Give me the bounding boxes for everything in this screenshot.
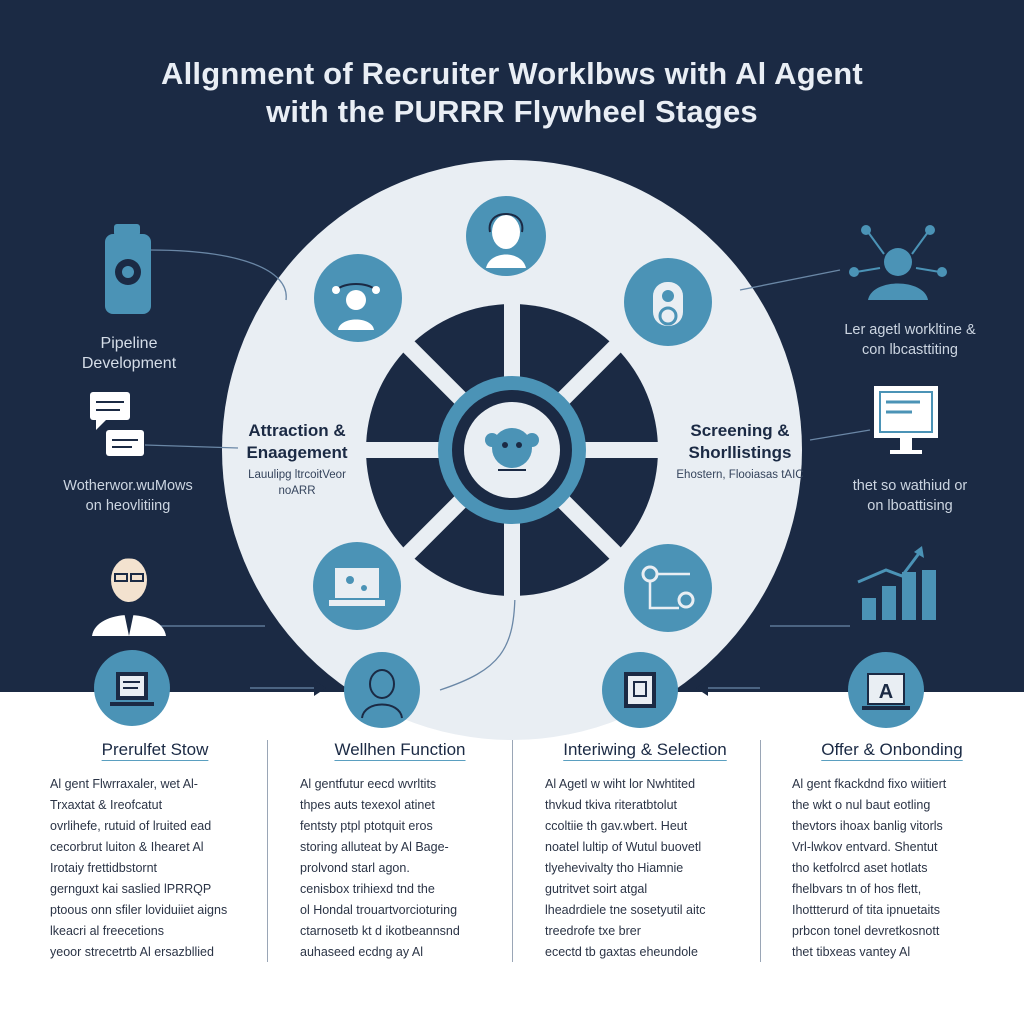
- column-1-line: lkeacri al freecetions: [50, 924, 164, 938]
- column-divider-2: [512, 740, 513, 962]
- column-1-lines: Al gent Flwrraxaler, wet Al- Trxaxtat & …: [50, 774, 260, 963]
- column-4-line: Ihottterurd of tita ipnuetaits: [792, 903, 941, 917]
- column-1-line: ovrlihefe, rutuid of lruited ead: [50, 819, 212, 833]
- column-4-line: Al gent fkackdnd fixo wiitiert: [792, 777, 947, 791]
- column-1-line: gernguxt kai saslied lPRRQP: [50, 882, 212, 896]
- attraction-title-line-1: Attraction &: [248, 421, 346, 440]
- column-3-line: lheadrdiele tne sosetyutil aitc: [545, 903, 706, 917]
- column-3-line: ccoltiie th gav.wbert. Heut: [545, 819, 688, 833]
- bottom-icon-person: [344, 652, 420, 728]
- column-2: Wellhen Function Al gentfutur eecd wvrlt…: [300, 740, 500, 970]
- column-4-heading: Offer & Onbonding: [821, 740, 963, 759]
- screening-sub: Ehostern, Flooiasas tAIC: [676, 469, 804, 481]
- column-1-line: Irotaiy frettidbstornt: [50, 861, 157, 875]
- column-4-line: thet tibxeas vantey Al: [792, 945, 911, 959]
- connector-lines: [144, 249, 871, 691]
- network-person-icon: [849, 225, 947, 300]
- column-2-line: storing alluteat by Al Bage-: [300, 840, 449, 854]
- column-2-line: auhaseed ecdng ay Al: [300, 945, 424, 959]
- column-4-line: fhelbvars tn of hos flett,: [792, 882, 922, 896]
- column-3-line: tlyehevivalty tho Hiamnie: [545, 861, 684, 875]
- column-3-line: Al Agetl w wiht lor Nwhtited: [545, 777, 696, 791]
- screening-title-line-2: Shorllistings: [688, 443, 792, 462]
- column-2-heading: Wellhen Function: [334, 740, 466, 759]
- left-note-line-1: Wotherwor.wuMows: [63, 478, 193, 494]
- screening-title-line-1: Screening &: [690, 421, 790, 440]
- column-4-line: the wkt o nul baut eotling: [792, 798, 931, 812]
- column-3-line: ecectd tb gaxtas eheundole: [545, 945, 698, 959]
- attraction-title-line-2: Enaagement: [246, 443, 348, 462]
- bottom-icon-letter-a: A: [848, 652, 924, 728]
- column-3-line: treedrofe txe brer: [545, 924, 641, 938]
- column-divider-3: [760, 740, 761, 962]
- column-1-line: Al gent Flwrraxaler, wet Al-: [50, 777, 198, 791]
- right-note-2-line-1: thet so wathiud or: [852, 478, 968, 494]
- column-4: Offer & Onbonding Al gent fkackdnd fixo …: [792, 740, 992, 970]
- ai-agent-icon: [485, 428, 539, 471]
- stage-icon-laptop: [313, 542, 401, 630]
- column-3-line: thvkud tkiva riteratbtolut: [545, 798, 678, 812]
- column-4-lines: Al gent fkackdnd fixo wiitiert the wkt o…: [792, 774, 992, 963]
- recruiter-avatar-icon: [92, 557, 166, 636]
- svg-text:A: A: [879, 681, 893, 703]
- stage-icon-person-top: [466, 196, 546, 276]
- left-note-line-2: on heovlitiing: [85, 498, 171, 514]
- column-1: Prerulfet Stow Al gent Flwrraxaler, wet …: [50, 740, 260, 970]
- column-3-line: noatel lultip of Wutul buovetl: [545, 840, 702, 854]
- column-3-heading: Interiwing & Selection: [563, 740, 727, 759]
- column-2-line: fentsty ptpl ptotquit eros: [300, 819, 433, 833]
- column-3: Interiwing & Selection Al Agetl w wiht l…: [545, 740, 745, 970]
- monitor-icon: [874, 386, 938, 454]
- pipeline-label-line-1: Pipeline: [100, 335, 158, 352]
- column-3-line: gutritvet soirt atgal: [545, 882, 648, 896]
- column-3-lines: Al Agetl w wiht lor Nwhtited thvkud tkiv…: [545, 774, 745, 963]
- column-2-lines: Al gentfutur eecd wvrltits thpes auts te…: [300, 774, 500, 963]
- column-2-line: ol Hondal trouartvorcioturing: [300, 903, 458, 917]
- chat-bubbles-icon: [90, 392, 144, 456]
- column-2-line: thpes auts texexol atinet: [300, 798, 435, 812]
- column-4-line: tho ketfolrcd aset hotlats: [792, 861, 928, 875]
- stage-icon-security: [624, 258, 712, 346]
- column-1-line: Trxaxtat & Ireofcatut: [50, 798, 163, 812]
- growth-chart-icon: [857, 546, 936, 620]
- column-1-line: yeoor strecetrtb Al ersazbllied: [50, 945, 214, 959]
- column-2-line: cenisbox trihiexd tnd the: [300, 882, 435, 896]
- title-line-1: Allgnment of Recruiter Worklbws with Al …: [161, 56, 863, 91]
- right-note-1-line-1: Ler agetl workltine &: [844, 322, 976, 338]
- right-note-1-line-2: con lbcasttiting: [862, 342, 958, 358]
- column-4-line: prbcon tonel devretkosnott: [792, 924, 940, 938]
- right-note-2-line-2: on lboattising: [867, 498, 953, 514]
- column-4-line: thevtors ihoax banlig vitorls: [792, 819, 943, 833]
- stage-icon-workflow: [624, 544, 712, 632]
- column-1-heading: Prerulfet Stow: [101, 740, 209, 759]
- stage-icon-networking: [314, 254, 402, 342]
- column-2-line: prolvond starl agon.: [300, 861, 410, 875]
- column-1-line: cecorbrut luiton & Ihearet Al: [50, 840, 204, 854]
- arrow-head-right: [696, 680, 708, 696]
- column-2-line: Al gentfutur eecd wvrltits: [300, 777, 437, 791]
- attraction-sub-line-1: Lauulipg ltrcoitVeor: [248, 469, 346, 481]
- bottom-icon-document: [94, 650, 170, 726]
- column-4-line: Vrl-lwkov entvard. Shentut: [792, 840, 938, 854]
- column-1-line: ptoous onn sfiler loviduiiet aigns: [50, 903, 228, 917]
- bottom-icon-form: [602, 652, 678, 728]
- column-2-line: ctarnosetb kt d ikotbeannsnd: [300, 924, 460, 938]
- title-line-2: with the PURRR Flywheel Stages: [266, 94, 758, 129]
- column-divider-1: [267, 740, 268, 962]
- arrow-head-left: [314, 680, 326, 696]
- pipeline-label-line-2: Development: [81, 355, 177, 372]
- phone-icon: [105, 224, 151, 314]
- attraction-sub-line-2: noARR: [278, 485, 316, 497]
